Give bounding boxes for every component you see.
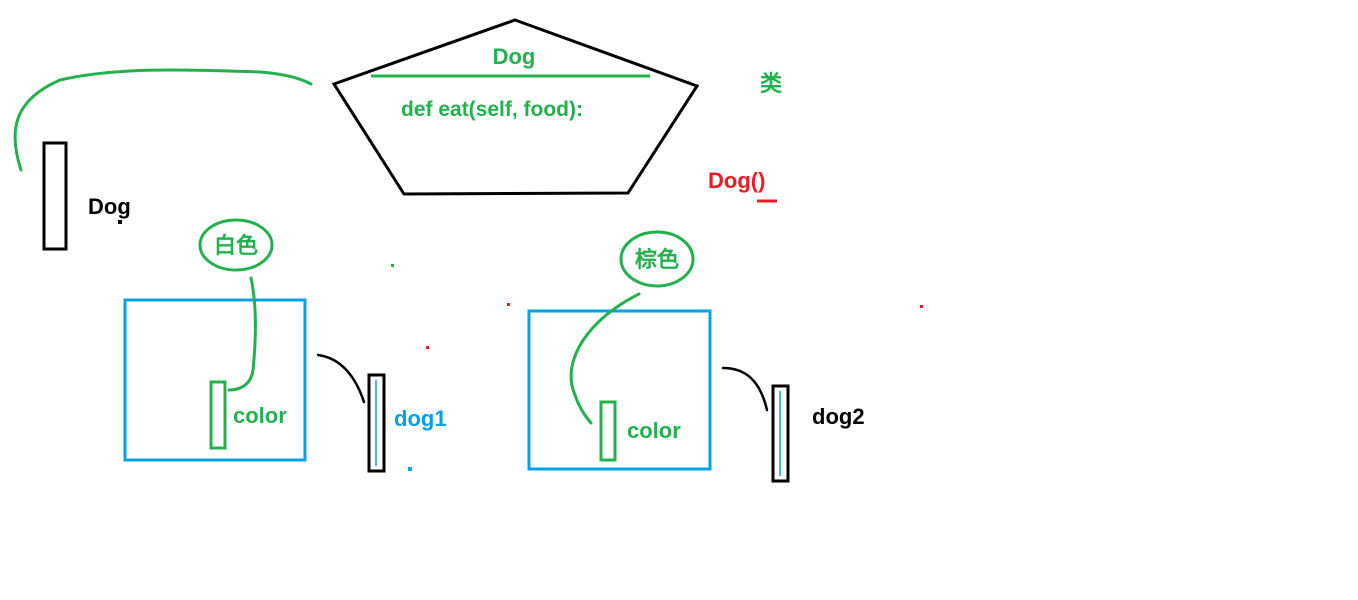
stray-dot (391, 264, 394, 267)
instance-2-attribute-slot (599, 400, 617, 462)
stray-dot (118, 220, 122, 224)
stray-dot (920, 305, 923, 308)
instance-2-value-bubble (619, 230, 695, 288)
instance-1-attribute-name: color (233, 403, 287, 428)
instance-2-object-box (527, 309, 712, 471)
instance-1-variable-name: dog1 (394, 406, 447, 431)
class-variable-slot (42, 141, 68, 251)
class-variable-name: Dog (88, 194, 131, 219)
constructor-call-text: Dog() (708, 168, 765, 193)
instance-2-attribute-name: color (627, 418, 681, 443)
class-label: 类 (760, 71, 783, 96)
stray-dot (408, 467, 412, 471)
constructor-call: Dog() (708, 168, 777, 203)
instance-2: color 棕色 dog2 (527, 230, 865, 483)
instance-1-value-connector (227, 276, 257, 392)
instance-1-value-bubble (198, 218, 274, 272)
instance-1-object-box (123, 298, 307, 462)
instance-2-reference-curve (721, 366, 769, 412)
class-name: Dog (493, 44, 536, 69)
instance-2-value-connector (569, 292, 641, 425)
instance-1-value: 白色 (214, 233, 258, 258)
instance-2-value: 棕色 (635, 247, 679, 272)
class-shape: Dog def eat(self, food): (331, 18, 700, 196)
class-reference-curve (13, 68, 313, 172)
class-method: def eat(self, food): (401, 98, 583, 121)
instance-2-variable-name: dog2 (812, 404, 865, 429)
instance-1: color 白色 dog1 (123, 218, 447, 473)
instance-1-reference-curve (316, 353, 366, 404)
stray-dot (426, 346, 429, 349)
stray-dot (507, 303, 510, 306)
class-variable: Dog (42, 141, 131, 251)
class-pentagon (331, 18, 700, 196)
stray-dots (391, 264, 923, 349)
instance-1-attribute-slot (209, 380, 227, 450)
